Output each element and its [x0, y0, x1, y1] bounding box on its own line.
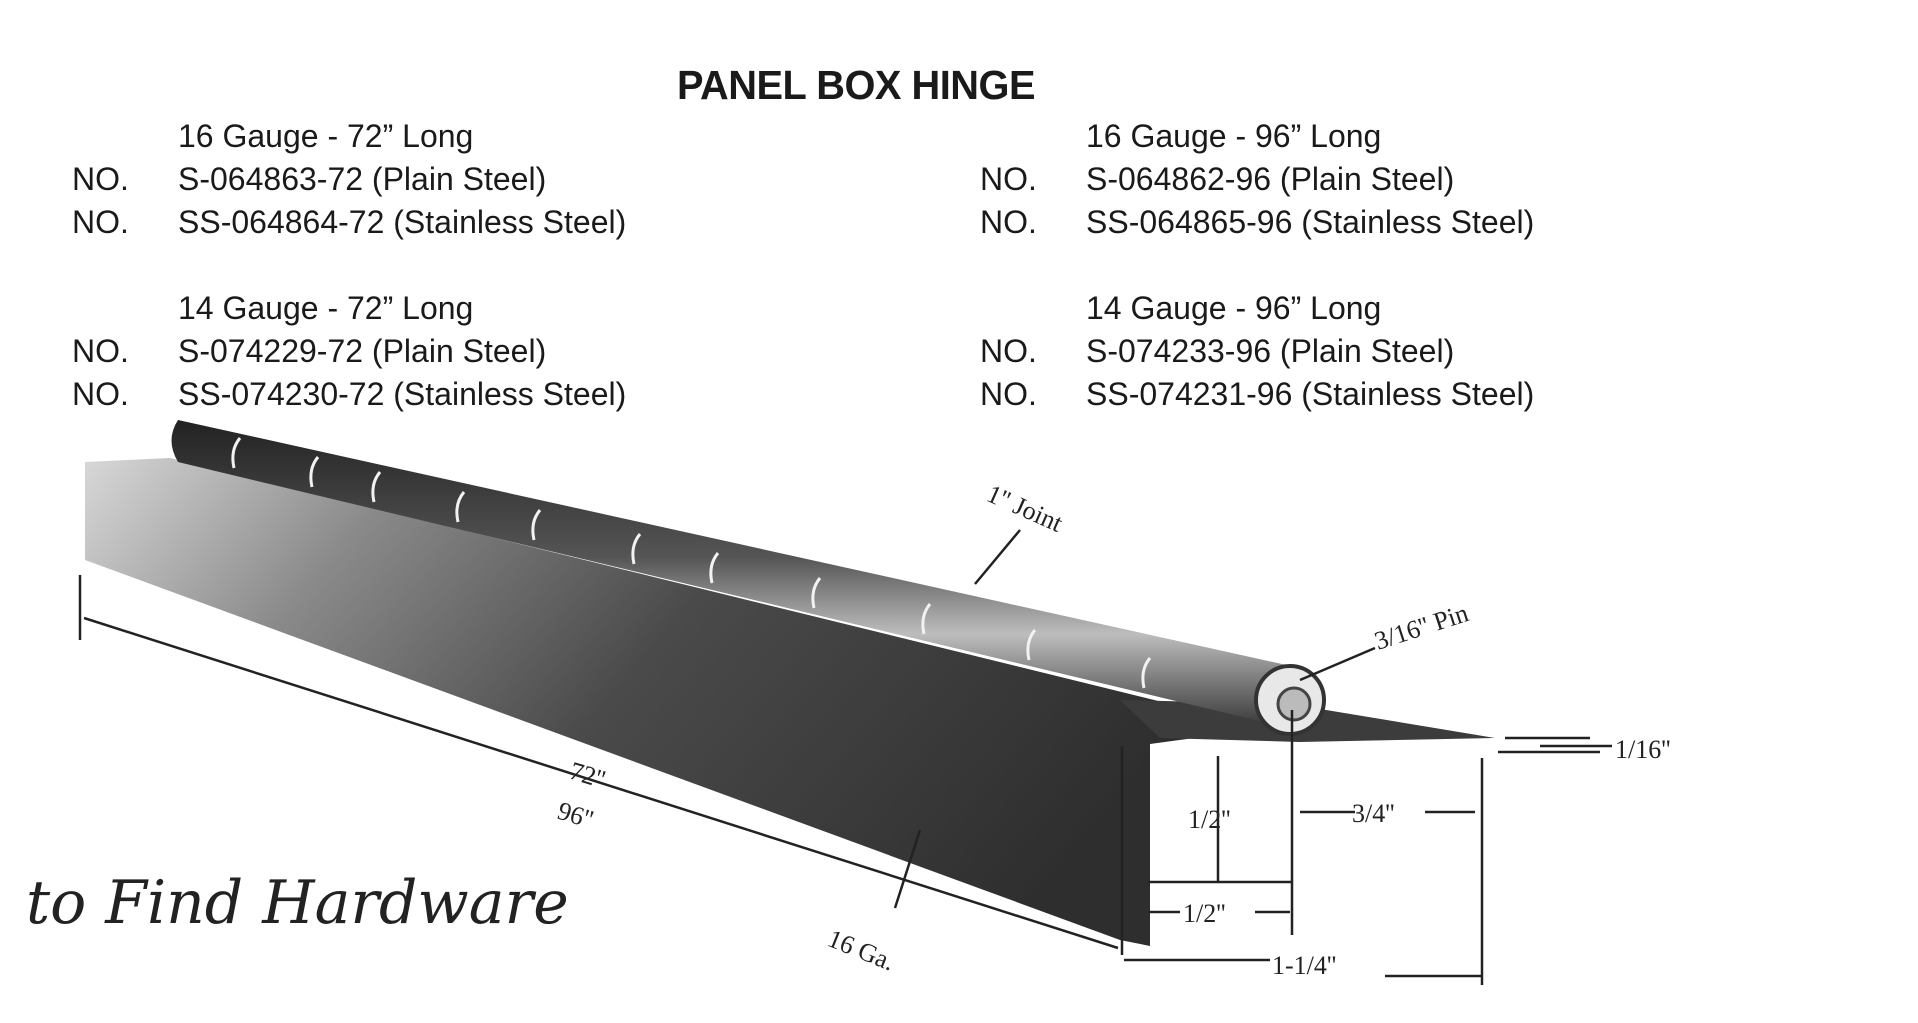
- spec-prefix: NO.: [980, 161, 1037, 197]
- knuckle-segments: [231, 437, 1152, 689]
- spec-heading: 16 Gauge - 72” Long: [178, 118, 474, 154]
- spec-part-number: SS-074231-96 (Stainless Steel): [1086, 376, 1535, 412]
- brand-tagline: to Find Hardware: [26, 868, 569, 938]
- spec-part-number: S-074229-72 (Plain Steel): [178, 333, 547, 369]
- gauge-label: 16 Ga.: [824, 924, 899, 977]
- spec-prefix: NO.: [72, 376, 129, 412]
- spec-prefix: NO.: [980, 376, 1037, 412]
- spec-prefix: NO.: [72, 204, 129, 240]
- overall-width-label: 1-1/4'': [1272, 951, 1336, 980]
- spec-part-number: SS-064865-96 (Stainless Steel): [1086, 204, 1535, 240]
- hinge-front-leaf: [85, 458, 1268, 946]
- spec-heading: 16 Gauge - 96” Long: [1086, 118, 1382, 154]
- length-96-label: 96'': [554, 796, 596, 834]
- spec-part-number: SS-064864-72 (Stainless Steel): [178, 204, 627, 240]
- leaf-width-label: 3/4'': [1352, 799, 1395, 828]
- spec-prefix: NO.: [72, 333, 129, 369]
- spec-part-number: S-064863-72 (Plain Steel): [178, 161, 547, 197]
- joint-label: 1'' Joint: [983, 479, 1068, 538]
- bottom-offset-label: 1/2'': [1183, 899, 1226, 928]
- page-title: PANEL BOX HINGE: [676, 62, 1036, 108]
- length-72-label: 72'': [566, 756, 608, 794]
- height-label: 1/2'': [1188, 805, 1231, 834]
- pin-label: 3/16'' Pin: [1371, 598, 1472, 655]
- spec-heading: 14 Gauge - 96” Long: [1086, 290, 1382, 326]
- spec-prefix: NO.: [980, 333, 1037, 369]
- spec-prefix: NO.: [72, 161, 129, 197]
- spec-part-number: SS-074230-72 (Stainless Steel): [178, 376, 627, 412]
- thickness-label: 1/16'': [1615, 735, 1671, 764]
- spec-heading: 14 Gauge - 72” Long: [178, 290, 474, 326]
- spec-prefix: NO.: [980, 204, 1037, 240]
- hinge-knuckle: [171, 420, 1300, 726]
- spec-part-number: S-074233-96 (Plain Steel): [1086, 333, 1455, 369]
- spec-part-number: S-064862-96 (Plain Steel): [1086, 161, 1455, 197]
